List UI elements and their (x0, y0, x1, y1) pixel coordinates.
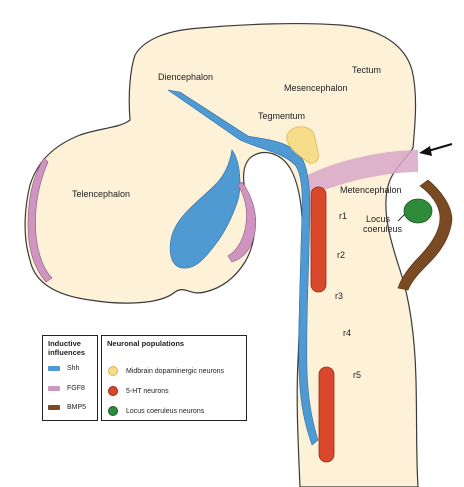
5ht-neurons-caudal (318, 366, 335, 463)
rhombomere-label-r2: r2 (337, 250, 345, 260)
neuronal-legend-item-3: Locus coeruleus neurons (108, 406, 204, 416)
legend-swatch (48, 386, 60, 391)
label-locus-coeruleus: Locus coeruleus (363, 214, 403, 234)
midbrain-dopaminergic-neurons (286, 126, 319, 164)
legend-swatch (108, 386, 118, 396)
shh-diencephalic-domain (169, 149, 241, 269)
legend-swatch (48, 405, 60, 410)
label-telencephalon: Telencephalon (72, 189, 130, 199)
inductive-legend-item-bmp5: BMP5 (48, 404, 86, 411)
inductive-legend-item-fgf8: FGF8 (48, 385, 85, 392)
inductive-legend-item-shh: Shh (48, 365, 79, 372)
rhombomere-label-r5: r5 (353, 370, 361, 380)
isthmic-fgf8-band (302, 150, 418, 195)
legend-label: Midbrain dopaminergic neurons (126, 367, 225, 375)
locus-coeruleus-pointer (397, 213, 406, 222)
neuronal-legend-item-2: 5-HT neurons (108, 386, 169, 396)
legend-swatch (108, 406, 118, 416)
rhombomere-labels: r1 r2 r3 r4 r5 (335, 211, 361, 380)
legend-label: Locus coeruleus neurons (126, 407, 205, 415)
inductive-legend-title: Inductive influences (48, 339, 86, 357)
label-metencephalon: Metencephalon (340, 185, 402, 195)
shh-stripe (167, 89, 319, 446)
legend-swatch (108, 366, 118, 376)
legend-label: BMP5 (67, 404, 87, 411)
neuronal-legend-item-1: Midbrain dopaminergic neurons (108, 366, 224, 376)
neuronal-legend-title: Neuronal populations (107, 339, 185, 348)
label-diencephalon: Diencephalon (158, 72, 213, 82)
rhombomere-label-r1: r1 (339, 211, 347, 221)
label-mesencephalon: Mesencephalon (284, 83, 348, 93)
rhombomere-label-r4: r4 (343, 328, 351, 338)
isthmus-arrow (419, 143, 453, 156)
legend-label: 5-HT neurons (126, 387, 169, 395)
neuronal-populations-legend: Neuronal populations Midbrain dopaminerg… (101, 335, 247, 421)
locus-coeruleus-neurons (403, 198, 433, 224)
label-tegmentum: Tegmentum (258, 111, 305, 121)
legend-label: Shh (67, 365, 80, 372)
fgf8-anterior-patch (27, 157, 53, 283)
label-tectum: Tectum (352, 65, 381, 75)
legend-label: FGF8 (67, 385, 85, 392)
legend-swatch (48, 366, 60, 371)
rhombomere-label-r3: r3 (335, 291, 343, 301)
bmp5-stripe (397, 179, 453, 291)
fgf8-diencephalic-patch (227, 181, 257, 263)
5ht-neurons-rostral (310, 186, 327, 293)
